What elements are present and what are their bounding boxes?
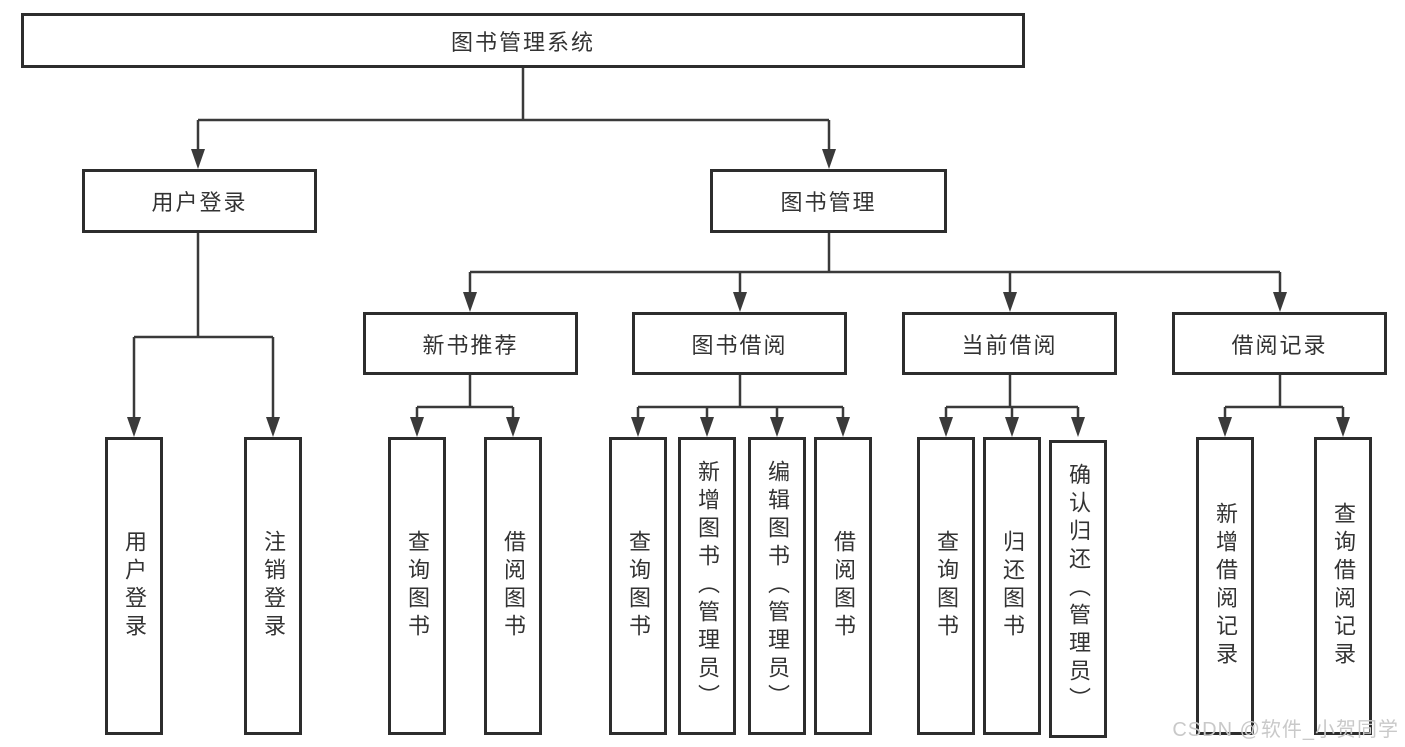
- leaf-user-login: 用户登录: [105, 437, 163, 735]
- node-label: 图书借阅: [691, 332, 788, 358]
- node-label: 新增图书（管理员）: [695, 460, 720, 712]
- leaf-br-query-record: 查询借阅记录: [1314, 437, 1372, 735]
- leaf-cb-return-books: 归还图书: [983, 437, 1041, 735]
- node-label: 新书推荐: [422, 332, 519, 358]
- node-label: 新增借阅记录: [1213, 502, 1238, 670]
- leaf-cb-confirm-return-admin: 确认归还（管理员）: [1049, 440, 1107, 738]
- node-new-book-recommend: 新书推荐: [363, 312, 578, 375]
- node-label: 查询借阅记录: [1331, 502, 1356, 670]
- node-label: 编辑图书（管理员）: [765, 460, 790, 712]
- leaf-bb-add-books-admin: 新增图书（管理员）: [678, 437, 736, 735]
- leaf-nbr-borrow-books: 借阅图书: [484, 437, 542, 735]
- watermark: CSDN @软件_小贺同学: [1172, 719, 1399, 741]
- node-label: 确认归还（管理员）: [1066, 463, 1091, 715]
- leaf-nbr-query-books: 查询图书: [388, 437, 446, 735]
- node-label: 查询图书: [934, 530, 959, 642]
- leaf-bb-query-books: 查询图书: [609, 437, 667, 735]
- leaf-bb-edit-books-admin: 编辑图书（管理员）: [748, 437, 806, 735]
- node-borrow-records: 借阅记录: [1172, 312, 1387, 375]
- node-label: 图书管理系统: [450, 29, 595, 55]
- node-label: 借阅图书: [501, 530, 526, 642]
- arrowhead-icons: [127, 149, 1350, 437]
- node-book-management: 图书管理: [710, 169, 947, 233]
- node-label: 当前借阅: [961, 332, 1058, 358]
- node-book-borrow: 图书借阅: [632, 312, 847, 375]
- node-label: 注销登录: [261, 530, 286, 642]
- node-label: 查询图书: [405, 530, 430, 642]
- node-label: 借阅图书: [831, 530, 856, 642]
- node-label: 查询图书: [626, 530, 651, 642]
- node-label: 用户登录: [151, 190, 248, 215]
- leaf-logout: 注销登录: [244, 437, 302, 735]
- leaf-bb-borrow-books: 借阅图书: [814, 437, 872, 735]
- node-label: 借阅记录: [1231, 332, 1328, 358]
- leaf-cb-query-books: 查询图书: [917, 437, 975, 735]
- leaf-br-add-record: 新增借阅记录: [1196, 437, 1254, 735]
- node-label: 用户登录: [122, 530, 147, 642]
- node-label: 图书管理: [780, 190, 877, 215]
- node-root-system: 图书管理系统: [21, 13, 1025, 68]
- node-current-borrow: 当前借阅: [902, 312, 1117, 375]
- node-user-login: 用户登录: [82, 169, 317, 233]
- node-label: 归还图书: [1000, 530, 1025, 642]
